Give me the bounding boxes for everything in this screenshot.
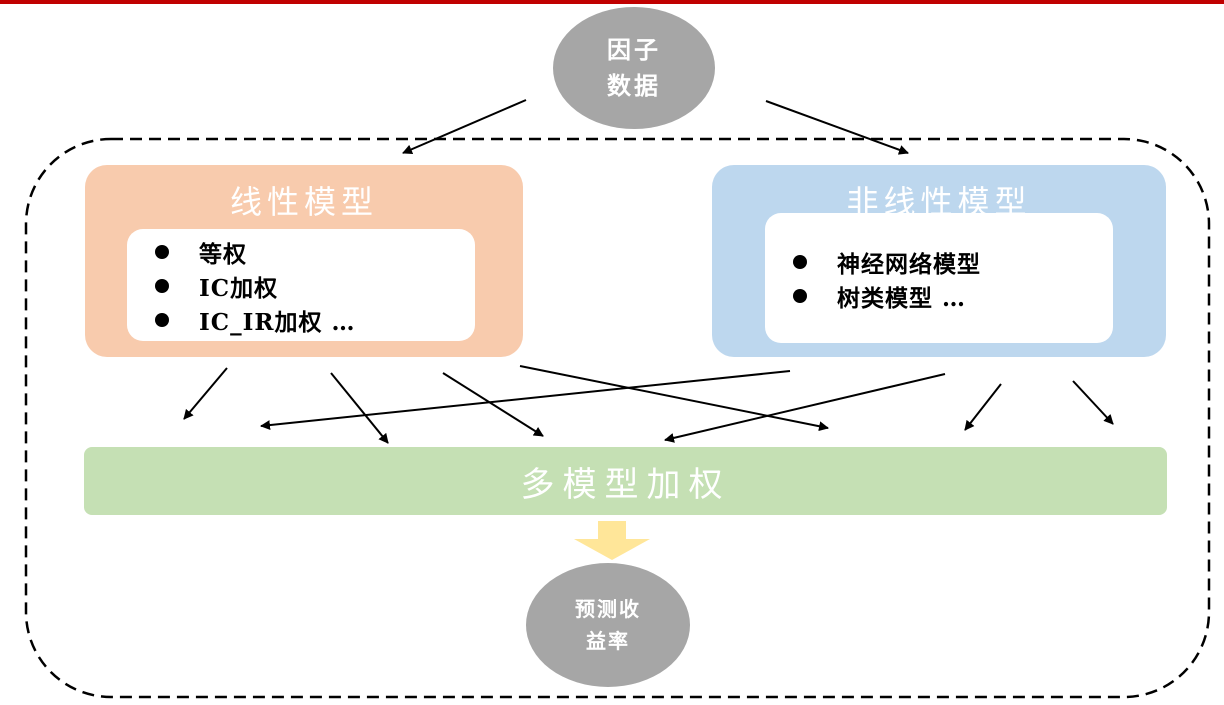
list-item-label: IC_IR加权 … <box>199 309 356 336</box>
input-node: 因子 数据 <box>553 7 715 129</box>
arrow-nonlinear-3 <box>964 383 1002 431</box>
list-item-label: 等权 <box>199 241 247 268</box>
arrow-input-to-nonlinear <box>765 100 909 155</box>
bullet-icon <box>793 289 807 303</box>
arrow-linear-4 <box>519 365 829 432</box>
linear-model-list-box: 等权 IC加权 IC_IR加权 … <box>127 229 475 341</box>
list-item-label: 神经网络模型 <box>837 251 981 278</box>
nonlinear-model-list: 神经网络模型 树类模型 … <box>793 245 981 313</box>
arrow-linear-1 <box>183 367 228 420</box>
output-node: 预测收 益率 <box>526 563 690 687</box>
arrow-linear-2 <box>330 372 389 444</box>
list-item: 等权 <box>155 235 355 269</box>
top-rule <box>0 0 1224 4</box>
input-node-line1: 因子 <box>607 35 661 64</box>
list-item: IC_IR加权 … <box>155 303 355 337</box>
bullet-icon <box>155 245 169 259</box>
list-item-label: IC加权 <box>199 275 279 302</box>
arrow-nonlinear-4 <box>1072 380 1114 425</box>
list-item: 神经网络模型 <box>793 245 981 279</box>
dashed-boundary <box>24 137 1211 699</box>
combination-label: 多模型加权 <box>520 464 731 505</box>
nonlinear-model-list-box: 神经网络模型 树类模型 … <box>765 213 1113 343</box>
linear-model-panel: 线性模型 等权 IC加权 IC_IR加权 … <box>85 165 523 357</box>
list-item: IC加权 <box>155 269 355 303</box>
linear-model-title: 线性模型 <box>229 183 378 221</box>
arrow-nonlinear-1 <box>260 370 791 431</box>
bullet-icon <box>155 313 169 327</box>
arrow-input-to-linear <box>402 99 527 155</box>
arrow-nonlinear-2 <box>664 373 946 443</box>
list-item: 树类模型 … <box>793 279 981 313</box>
combination-bar: 多模型加权 <box>84 447 1167 515</box>
nonlinear-model-panel: 非线性模型 神经网络模型 树类模型 … <box>712 165 1166 357</box>
arrow-linear-3 <box>442 372 544 437</box>
bullet-icon <box>793 255 807 269</box>
output-node-line1: 预测收 <box>575 597 641 621</box>
input-node-line2: 数据 <box>607 71 661 100</box>
linear-model-list: 等权 IC加权 IC_IR加权 … <box>155 235 355 337</box>
list-item-label: 树类模型 … <box>837 285 967 312</box>
down-arrow-icon <box>574 521 650 560</box>
bullet-icon <box>155 279 169 293</box>
output-node-line2: 益率 <box>586 629 630 653</box>
